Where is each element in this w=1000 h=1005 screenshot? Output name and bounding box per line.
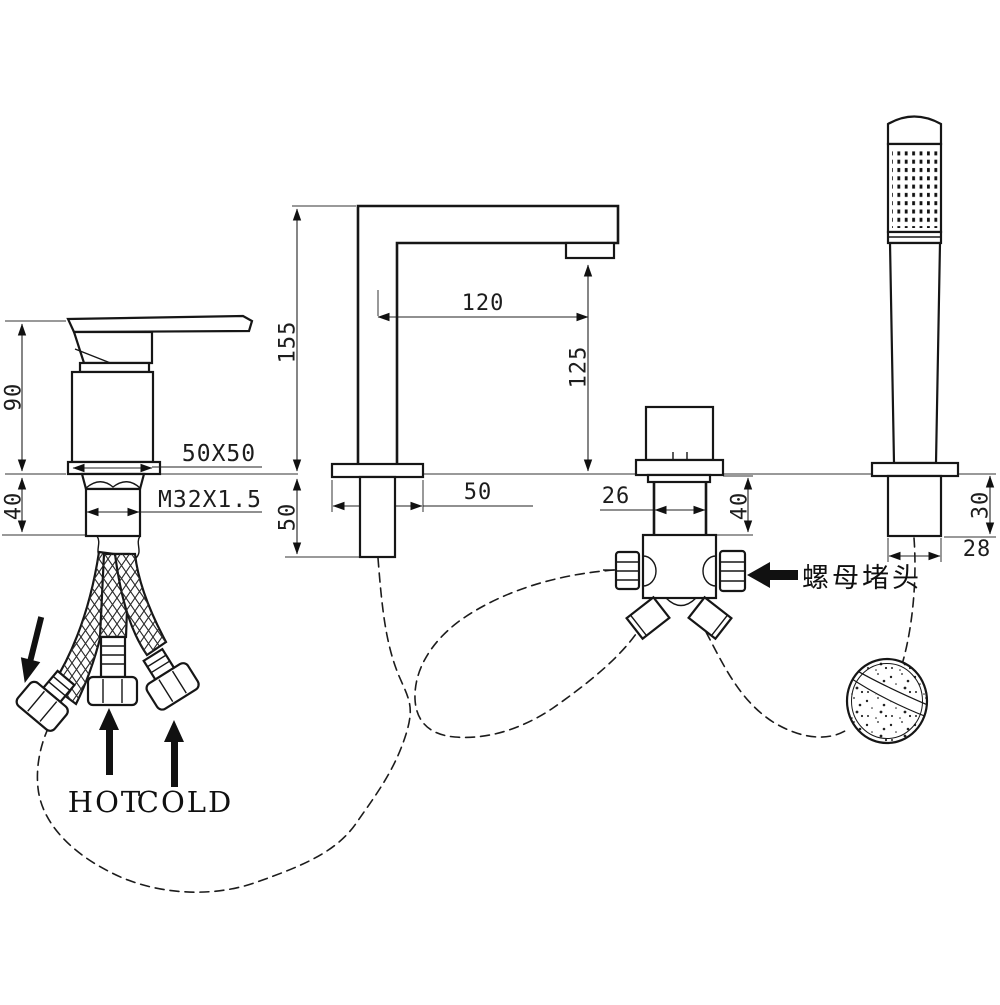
- hose-left-connector: [15, 669, 76, 732]
- dim-mixer-height: 90: [2, 383, 27, 412]
- dimension-lines: [17, 208, 995, 561]
- flow-direction-arrow: [20, 616, 45, 683]
- diverter-nut-left: [603, 550, 641, 591]
- spout-body: [356, 204, 620, 465]
- dim-spout-height: 155: [276, 321, 301, 364]
- spout-unit: [330, 204, 620, 559]
- dim-mixer-base: 50X50: [182, 441, 256, 467]
- diverter-outlet-right: [687, 595, 733, 641]
- cold-label: COLD: [137, 785, 233, 819]
- extension-lines: [2, 205, 996, 562]
- diverter-step: [646, 473, 712, 484]
- mixer-unit: [66, 314, 262, 559]
- dim-spout-outlet-height: 125: [567, 346, 592, 389]
- handshower-head-cap: [886, 115, 943, 146]
- diverter-outlet-left: [625, 595, 671, 641]
- dim-shower-shank-height: 30: [969, 491, 994, 520]
- spout-outlet: [564, 241, 616, 260]
- diverter-neck: [652, 482, 708, 535]
- handshower-shank: [886, 474, 943, 538]
- hose-diverter-loop: [414, 569, 641, 739]
- dim-spout-reach: 120: [462, 291, 505, 316]
- nut-plug-arrow: [747, 562, 798, 588]
- hose-spout-to-mixer-inlet: [36, 557, 411, 893]
- cold-arrow: [164, 720, 184, 787]
- dim-spout-shank-height: 50: [276, 503, 301, 532]
- flexible-hose-routing: [36, 537, 929, 893]
- hot-label: HOT: [68, 785, 142, 819]
- text-labels: 90 40 50X50 M32X1.5 155 50 120 125 50 26…: [2, 291, 994, 819]
- mixer-body: [70, 370, 155, 464]
- dim-mixer-shank-height: 40: [2, 492, 27, 521]
- dim-diverter-shank-height: 40: [728, 492, 753, 521]
- diverter-knob: [644, 405, 715, 462]
- hose-handshower-to-ball: [902, 537, 916, 662]
- diverter-unit: [603, 405, 747, 641]
- hot-arrow: [99, 708, 119, 775]
- diverter-body: [641, 533, 718, 600]
- diverter-nut-right: [718, 549, 747, 593]
- dim-diverter-neck-width: 26: [602, 484, 631, 509]
- hose-diverter-to-ball: [705, 631, 846, 738]
- handshower-handle: [888, 241, 942, 465]
- diverter-flange: [634, 458, 725, 477]
- mixer-hex-nut: [80, 472, 146, 491]
- hose-right-connector: [142, 647, 200, 711]
- handshower-unit: [870, 115, 960, 538]
- coiled-hose-ball: [845, 657, 929, 745]
- dim-mixer-thread: M32X1.5: [158, 487, 262, 513]
- nut-plug-label: 螺母堵头: [802, 563, 922, 594]
- dim-shower-shank-width: 28: [963, 537, 992, 562]
- spout-flange: [330, 462, 425, 479]
- braided-hoses: [15, 550, 200, 732]
- mixer-lever-collar: [72, 330, 154, 365]
- dim-spout-base-width: 50: [464, 480, 493, 505]
- mixer-cartridge-band: [78, 361, 151, 374]
- handshower-spray-nozzles: [892, 149, 938, 228]
- pointer-arrows: [20, 562, 798, 787]
- hose-middle-connector: [86, 635, 139, 707]
- mixer-lever: [66, 314, 254, 334]
- handshower-flange: [870, 461, 960, 478]
- spout-shank: [358, 475, 397, 559]
